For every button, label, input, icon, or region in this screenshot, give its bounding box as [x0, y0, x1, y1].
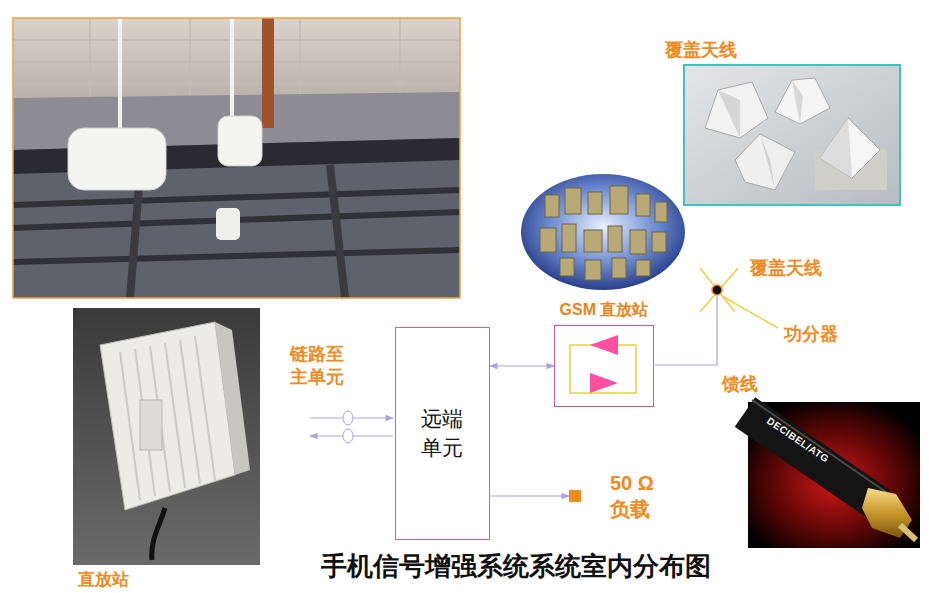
antenna-label: 覆盖天线 [750, 256, 822, 280]
ceiling-photo [13, 18, 460, 298]
splitter-label: 功分器 [784, 322, 838, 346]
repeater-box: GSM 直放站 [554, 325, 654, 407]
node-label: 50 Ω 负载 [610, 470, 660, 522]
antenna-photo [684, 65, 900, 205]
feeder-line [655, 268, 778, 365]
cable-print: DECIBEL/ATG [765, 415, 831, 465]
fiber-link [310, 411, 393, 443]
node-label: GSM 直放站 [555, 300, 653, 321]
repeater-photo-caption: 直放站 [78, 568, 129, 591]
load-terminal: 50 Ω 负载 [569, 490, 581, 502]
feeder-label: 馈线 [722, 372, 758, 396]
diagram-caption: 手机信号增强系统系统室内分布图 [321, 549, 711, 584]
amplifier-symbol [570, 335, 636, 393]
node-label: 远端 单元 [418, 405, 466, 462]
cable-photo [745, 400, 920, 548]
repeater-photo [73, 308, 260, 565]
signal-connector [490, 365, 554, 366]
signal-connector [490, 495, 569, 496]
remote-unit-box: 远端 单元 [395, 327, 490, 540]
link-label: 链路至 主单元 [290, 343, 350, 388]
connector-photo [521, 174, 685, 290]
antenna-caption: 覆盖天线 [665, 38, 737, 62]
